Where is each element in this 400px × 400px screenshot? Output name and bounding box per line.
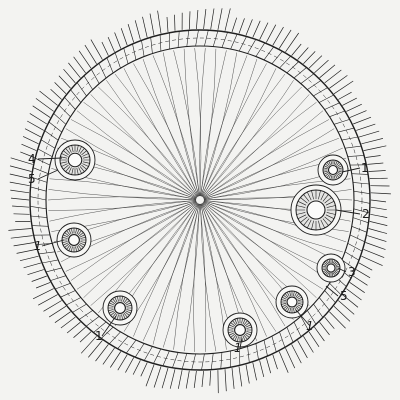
body-large-right (291, 185, 341, 235)
label-1-bottom-center: 1 (234, 341, 242, 355)
body-right-small (317, 254, 345, 282)
body-bottom-left-nucleus (115, 303, 126, 314)
body-left-lower (57, 223, 91, 257)
label-5-right: 5 (340, 289, 348, 303)
label-1-right: 1 (361, 161, 369, 175)
label-1-bottom-right: 1 (306, 319, 314, 333)
label-4: 4 (28, 152, 36, 166)
label-5-left: 5 (28, 172, 36, 186)
body-bottom-right-nucleus (287, 297, 297, 307)
body-large-left (55, 140, 95, 180)
label-1-left: 1 (34, 239, 42, 253)
label-3: 3 (348, 265, 356, 279)
body-large-right-nucleus (307, 201, 325, 219)
body-right-small-nucleus (327, 264, 335, 272)
label-2: 2 (362, 207, 370, 221)
body-large-left-nucleus (68, 153, 82, 167)
body-left-lower-nucleus (69, 235, 80, 246)
body-bottom-right (276, 286, 308, 318)
body-right-upper-nucleus (329, 166, 338, 175)
body-right-upper (318, 155, 348, 185)
label-1-bottom-left: 1 (95, 329, 103, 343)
body-bottom-center-nucleus (235, 325, 246, 336)
body-bottom-left (103, 291, 137, 325)
